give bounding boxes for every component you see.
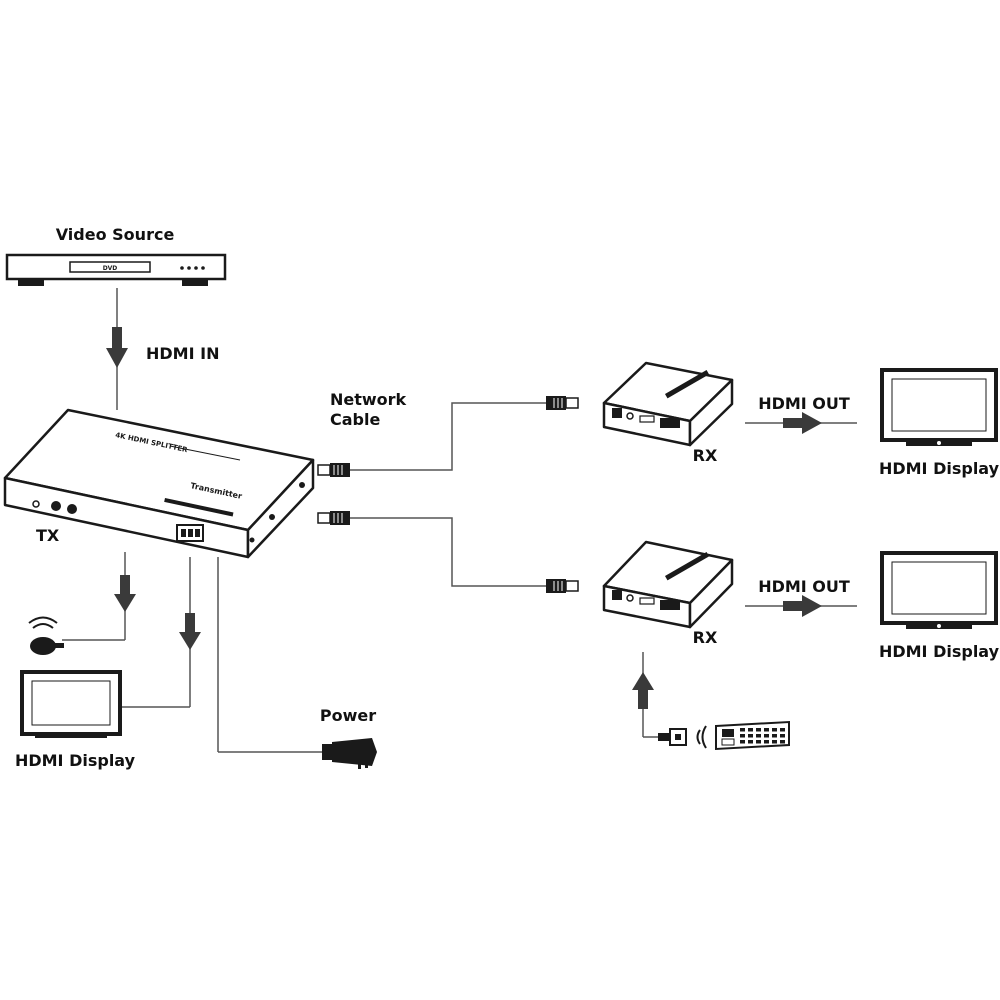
remote-button xyxy=(740,728,745,732)
network-cable-label-line2: Cable xyxy=(330,410,381,429)
tv-display-icon-left xyxy=(20,670,122,738)
remote-button xyxy=(748,740,753,744)
remote-button xyxy=(756,734,761,738)
remote-button xyxy=(780,734,785,738)
hdmi-in-connection xyxy=(106,288,128,410)
rj45-connector-icon-rx-bottom xyxy=(546,579,579,593)
remote-button xyxy=(748,734,753,738)
remote-button xyxy=(748,728,753,732)
rj45-connector-icon-tx-bottom xyxy=(317,511,350,525)
tx-local-connections xyxy=(62,552,201,708)
network-cable-label-line1: Network xyxy=(330,390,407,409)
hdmi-out-label-bottom: HDMI OUT xyxy=(758,577,850,596)
dvd-player-icon: DVD xyxy=(5,253,227,286)
ir-receiver-icon xyxy=(658,725,707,749)
remote-buttons xyxy=(740,728,785,744)
remote-button xyxy=(764,734,769,738)
remote-button xyxy=(772,728,777,732)
hdmi-out-connection-top xyxy=(745,412,857,434)
power-connection xyxy=(217,557,322,753)
hdmi-out-connection-bottom xyxy=(745,595,857,617)
receiver-icon-bottom xyxy=(602,540,734,629)
rj45-connector-icon-tx-top xyxy=(317,463,350,477)
hdmi-display-label-left: HDMI Display xyxy=(14,751,136,770)
tv-display-icon-bottom xyxy=(880,551,998,629)
network-cable-top xyxy=(350,402,546,471)
remote-button xyxy=(772,734,777,738)
remote-button xyxy=(772,740,777,744)
remote-button xyxy=(740,734,745,738)
hdmi-display-label-top: HDMI Display xyxy=(878,459,1000,478)
tv-display-icon-top xyxy=(880,368,998,446)
remote-button xyxy=(756,728,761,732)
video-source-label: Video Source xyxy=(55,225,175,244)
rx-label-bottom: RX xyxy=(692,628,718,647)
hdmi-display-label-bottom: HDMI Display xyxy=(878,642,1000,661)
dvd-label: DVD xyxy=(103,265,118,272)
remote-button xyxy=(764,728,769,732)
receiver-icon-top xyxy=(602,361,734,447)
ir-emitter-icon xyxy=(28,616,64,655)
hdmi-splitter-transmitter-icon: 4K HDMI SPLITTER Transmitter xyxy=(3,408,315,559)
hdmi-out-label-top: HDMI OUT xyxy=(758,394,850,413)
remote-button xyxy=(780,740,785,744)
tx-label: TX xyxy=(36,526,60,545)
remote-button xyxy=(780,728,785,732)
remote-button xyxy=(740,740,745,744)
network-cable-bottom xyxy=(350,517,546,587)
rx-label-top: RX xyxy=(692,446,718,465)
power-label: Power xyxy=(319,706,377,725)
ir-receiver-connection xyxy=(632,652,660,738)
power-adapter-icon xyxy=(322,738,377,769)
remote-button xyxy=(764,740,769,744)
hdmi-in-label: HDMI IN xyxy=(146,344,220,363)
remote-button xyxy=(756,740,761,744)
rj45-connector-icon-rx-top xyxy=(546,396,579,410)
